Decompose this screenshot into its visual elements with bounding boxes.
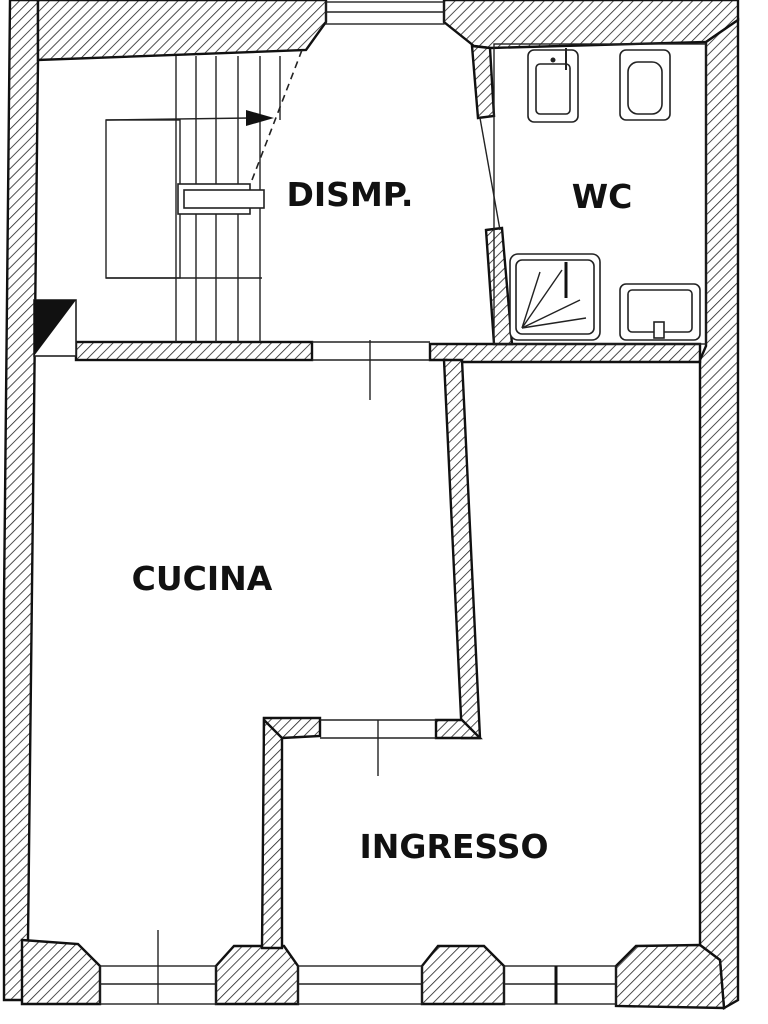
toilet-icon bbox=[619, 283, 701, 341]
room-label-wc: WC bbox=[572, 177, 633, 216]
room-labels: DISMP. WC CUCINA INGRESSO bbox=[132, 175, 633, 866]
stair-direction-arrow-icon bbox=[246, 110, 274, 126]
wall-cucina-ingresso-vertical bbox=[260, 717, 284, 950]
room-label-ingresso: INGRESSO bbox=[359, 827, 548, 866]
wall-left bbox=[2, 0, 40, 1002]
internal-walls bbox=[33, 44, 702, 950]
wall-cucina-ingresso-diagonal bbox=[442, 358, 482, 740]
openings bbox=[99, 1, 617, 1005]
bidet-icon bbox=[619, 49, 671, 121]
pillar-bottom-middle-left bbox=[214, 944, 300, 1006]
wall-stair-cucina bbox=[74, 340, 314, 362]
staircase bbox=[105, 49, 303, 342]
wall-wc-left-lower bbox=[484, 226, 514, 346]
room-label-disimpegno: DISMP. bbox=[287, 175, 414, 214]
pillar-bottom-right bbox=[614, 943, 726, 1010]
window-bottom-middle bbox=[297, 965, 423, 1005]
stair-newel bbox=[183, 189, 265, 209]
wc-outline bbox=[493, 43, 707, 345]
pillar-bottom-left bbox=[20, 938, 102, 1006]
shower-tray-icon bbox=[509, 253, 601, 341]
shaft-triangle bbox=[34, 300, 76, 356]
door-top bbox=[325, 1, 445, 25]
wall-wc-bottom bbox=[428, 342, 702, 364]
stair-landing bbox=[105, 119, 181, 279]
window-bottom-right bbox=[503, 965, 617, 1005]
wall-wc-left-upper bbox=[470, 44, 496, 120]
wall-top-right bbox=[442, 0, 740, 50]
pillar-bottom-middle-right bbox=[420, 944, 506, 1006]
room-label-cucina: CUCINA bbox=[132, 559, 273, 598]
wall-top-left bbox=[36, 0, 328, 62]
washbasin-icon bbox=[527, 48, 579, 123]
wall-ingresso-top-right bbox=[434, 718, 483, 740]
wc-fixtures bbox=[493, 43, 707, 345]
